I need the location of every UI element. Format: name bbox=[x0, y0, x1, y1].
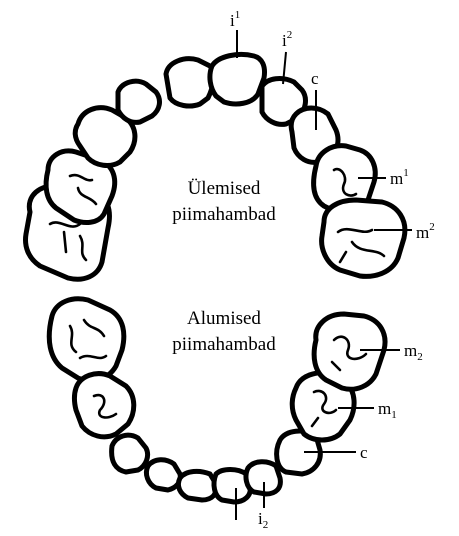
lower-caption-line1: Alumised bbox=[187, 308, 261, 329]
upper-incisor-1-left bbox=[166, 59, 214, 106]
upper-incisor-2-left bbox=[118, 81, 159, 122]
lower-incisor-1-left bbox=[178, 471, 216, 500]
label-upper-i1: i1 bbox=[230, 9, 240, 30]
label-lower-m1: m1 bbox=[378, 399, 397, 421]
label-upper-i2: i2 bbox=[282, 29, 292, 50]
lower-molar-2-left bbox=[49, 299, 124, 381]
label-lower-c: c bbox=[360, 443, 368, 462]
upper-arch bbox=[26, 54, 405, 279]
label-upper-m1: m1 bbox=[390, 167, 409, 188]
upper-incisor-1-right bbox=[210, 54, 265, 103]
label-upper-c: c bbox=[311, 69, 319, 88]
lower-caption-line2: piimahambad bbox=[172, 334, 276, 355]
lower-incisor-2-left bbox=[146, 460, 180, 490]
upper-molar-2-right bbox=[322, 200, 405, 276]
lower-arch bbox=[49, 299, 385, 502]
label-upper-m2: m2 bbox=[416, 221, 435, 242]
upper-caption-line2: piimahambad bbox=[172, 204, 276, 225]
lower-molar-2-right bbox=[314, 314, 385, 389]
label-lower-i2: i2 bbox=[258, 509, 268, 531]
lower-canine-left bbox=[112, 435, 148, 472]
upper-caption-line1: Ülemised bbox=[188, 178, 261, 199]
label-lower-m2: m2 bbox=[404, 341, 423, 363]
